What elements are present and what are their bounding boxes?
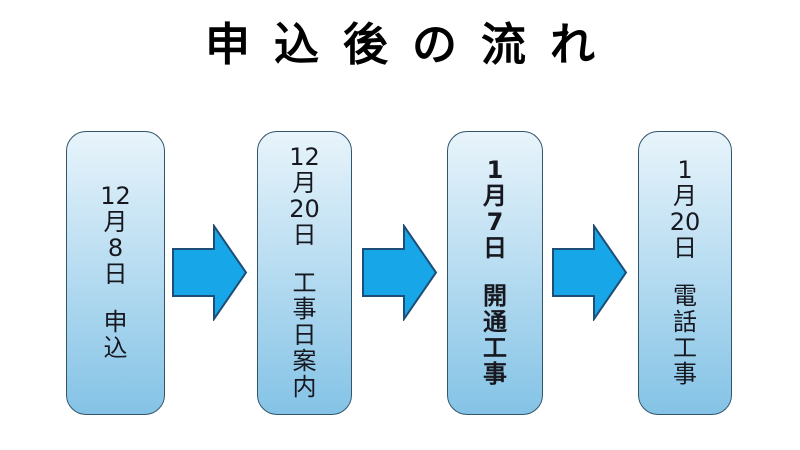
page-title: 申込後の流れ bbox=[204, 18, 619, 71]
step-box-telephone-construction: 1 月 20 日 電 話 工 事 bbox=[638, 131, 732, 415]
step-box-construction-date-notice: 12 月 20 日 工 事 日 案 内 bbox=[257, 131, 352, 415]
step-label: 開 通 工 事 bbox=[483, 282, 507, 388]
step-date: 1 月 7 日 bbox=[483, 156, 507, 263]
right-arrow-icon bbox=[172, 224, 248, 321]
right-arrow-icon bbox=[362, 224, 438, 321]
step-box-application: 12 月 8 日 申 込 bbox=[66, 131, 165, 415]
right-arrow-icon bbox=[552, 224, 628, 321]
step-label: 電 話 工 事 bbox=[673, 282, 697, 388]
step-date: 1 月 20 日 bbox=[669, 156, 701, 263]
step-date: 12 月 8 日 bbox=[100, 182, 131, 288]
step-date: 12 月 20 日 bbox=[289, 143, 320, 250]
step-box-opening-construction: 1 月 7 日 開 通 工 事 bbox=[447, 131, 543, 415]
step-label: 工 事 日 案 内 bbox=[292, 269, 317, 401]
step-label: 申 込 bbox=[103, 307, 128, 362]
